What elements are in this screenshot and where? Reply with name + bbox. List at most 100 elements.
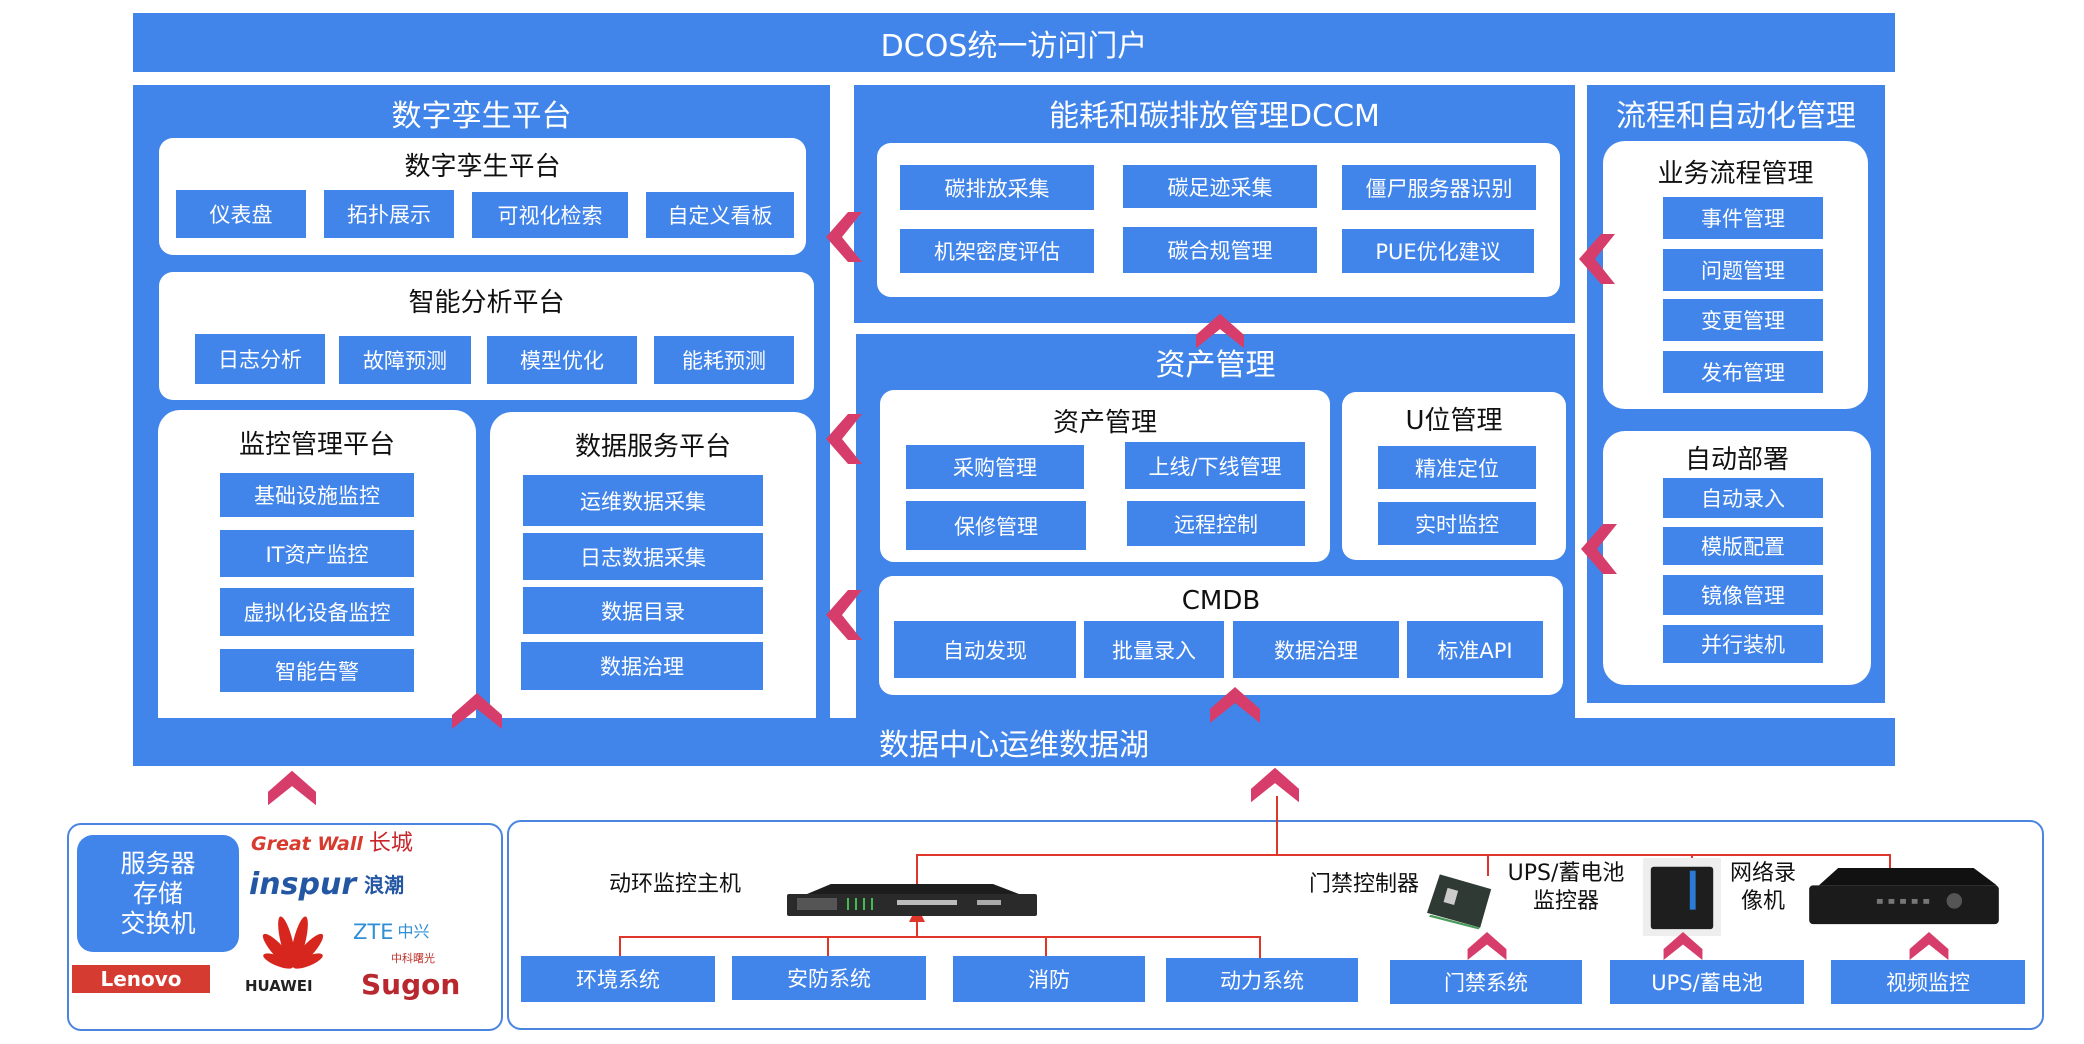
asset-mgmt-item[interactable]: 上线/下线管理 [1125,442,1305,489]
sugon-text: Sugon [361,968,461,1001]
asset-panel: 资产管理 资产管理 采购管理 上线/下线管理 保修管理 远程控制 U位管理 精准… [856,334,1575,726]
cmdb-item[interactable]: 数据治理 [1233,621,1399,678]
portal-bar[interactable]: DCOS统一访问门户 [133,13,1895,72]
twin-item[interactable]: 自定义看板 [646,192,794,238]
chevron-up-icon [452,693,502,729]
connector-line [1691,854,1693,860]
deploy-card-title: 自动部署 [1684,445,1789,475]
hardware-label-box: 服务器 存储 交换机 [77,835,239,952]
ups-monitor-label-line: 监控器 [1532,889,1599,914]
dccm-item[interactable]: 碳合规管理 [1123,227,1317,273]
deploy-card: 自动部署 自动录入 模版配置 镜像管理 并行装机 [1603,431,1871,685]
zte-text: ZTE [353,919,394,944]
connector-line [1487,854,1489,876]
host-label: 动环监控主机 [609,872,742,897]
system-item[interactable]: 视频监控 [1831,960,2025,1004]
lenovo-text: Lenovo [100,967,182,991]
hardware-label-line: 服务器 [120,848,196,878]
system-item[interactable]: 动力系统 [1166,958,1358,1002]
data-service-item[interactable]: 数据目录 [523,587,763,634]
greatwall-logo: Great Wall 长城 [251,829,497,859]
chevron-left-icon [826,414,862,464]
business-item[interactable]: 变更管理 [1663,299,1823,341]
cmdb-item[interactable]: 批量录入 [1084,621,1224,678]
asset-mgmt-item[interactable]: 采购管理 [906,445,1084,489]
zte-logo: ZTE 中兴 [353,917,493,947]
dccm-item[interactable]: 僵尸服务器识别 [1342,165,1536,210]
business-item[interactable]: 问题管理 [1663,249,1823,291]
data-service-item[interactable]: 日志数据采集 [523,533,763,580]
connector-line [619,936,621,956]
dccm-item[interactable]: 机架密度评估 [900,229,1094,273]
greatwall-cn-text: 长城 [368,831,413,856]
nvr-label-line: 网络录 [1729,861,1796,886]
dccm-item[interactable]: 碳足迹采集 [1123,165,1317,208]
chevron-left-icon [1579,234,1615,284]
system-item[interactable]: 消防 [953,956,1145,1002]
monitor-card: 监控管理平台 基础设施监控 IT资产监控 虚拟化设备监控 智能告警 [158,410,476,784]
u-position-item[interactable]: 精准定位 [1378,446,1536,489]
door-controller-device [1427,870,1493,932]
connector-line [1844,854,1889,856]
cmdb-item[interactable]: 自动发现 [894,621,1076,678]
data-lake-bar[interactable]: 数据中心运维数据湖 [133,718,1895,766]
analysis-item[interactable]: 故障预测 [339,336,471,384]
cmdb-card: CMDB 自动发现 批量录入 数据治理 标准API [879,576,1563,695]
greatwall-text: Great Wall [251,832,363,855]
dccm-item[interactable]: 碳排放采集 [900,165,1094,210]
cmdb-item[interactable]: 标准API [1407,621,1543,678]
hardware-box: 服务器 存储 交换机 Great Wall 长城 inspur 浪潮 HUAWE… [67,823,503,1031]
data-service-card-title: 数据服务平台 [574,432,731,462]
analysis-item[interactable]: 日志分析 [195,334,325,384]
analysis-card-title: 智能分析平台 [408,288,565,318]
twin-item[interactable]: 拓扑展示 [324,190,454,238]
monitor-item[interactable]: 虚拟化设备监控 [220,588,414,636]
facility-box: 动环监控主机 门禁控制器 UPS/蓄电池 监控器 网络录 像机 环境系统 安防系… [507,796,2044,1030]
monitor-item[interactable]: IT资产监控 [220,530,414,577]
dccm-item[interactable]: PUE优化建议 [1342,229,1534,273]
asset-mgmt-item[interactable]: 远程控制 [1127,501,1305,546]
business-item[interactable]: 事件管理 [1663,197,1823,239]
deploy-item[interactable]: 镜像管理 [1663,575,1823,615]
lenovo-logo: Lenovo [72,965,210,993]
deploy-item[interactable]: 并行装机 [1663,625,1823,663]
inspur-text: inspur [249,867,357,902]
data-service-item[interactable]: 数据治理 [521,642,763,690]
cmdb-card-title: CMDB [1181,586,1261,616]
sugon-logo: 中科曙光 Sugon [361,953,491,1009]
u-position-card: U位管理 精准定位 实时监控 [1342,392,1566,560]
monitor-item[interactable]: 基础设施监控 [220,473,414,517]
nvr-label: 网络录 像机 [1727,860,1799,916]
business-item[interactable]: 发布管理 [1663,351,1823,393]
analysis-item[interactable]: 能耗预测 [654,336,794,384]
asset-mgmt-card-title: 资产管理 [1052,408,1157,438]
portal-title: DCOS统一访问门户 [880,28,1148,64]
connector-line [1889,854,1891,868]
u-position-item[interactable]: 实时监控 [1378,502,1536,545]
huawei-flower-icon [262,916,324,969]
dccm-panel: 能耗和碳排放管理DCCM 碳排放采集 碳足迹采集 僵尸服务器识别 机架密度评估 … [854,85,1575,323]
deploy-item[interactable]: 自动录入 [1663,478,1823,518]
connector-line [916,854,1844,856]
data-service-item[interactable]: 运维数据采集 [523,475,763,526]
deploy-item[interactable]: 模版配置 [1663,527,1823,565]
analysis-item[interactable]: 模型优化 [487,336,637,384]
system-item[interactable]: 安防系统 [732,956,926,1000]
asset-mgmt-item[interactable]: 保修管理 [906,501,1086,550]
twin-item[interactable]: 仪表盘 [176,190,306,238]
monitor-card-title: 监控管理平台 [238,430,395,460]
business-card-title: 业务流程管理 [1657,159,1814,189]
digital-twin-panel-title: 数字孪生平台 [391,99,572,134]
monitor-item[interactable]: 智能告警 [220,649,414,692]
monitor-host-device [787,884,1037,918]
nvr-label-line: 像机 [1740,889,1785,914]
dccm-card: 碳排放采集 碳足迹采集 僵尸服务器识别 机架密度评估 碳合规管理 PUE优化建议 [877,143,1560,297]
twin-item[interactable]: 可视化检索 [472,192,628,238]
system-item[interactable]: 门禁系统 [1390,960,1582,1004]
system-item[interactable]: UPS/蓄电池 [1610,960,1804,1004]
analysis-card: 智能分析平台 日志分析 故障预测 模型优化 能耗预测 [159,272,814,400]
chevron-left-icon [1581,524,1617,574]
system-item[interactable]: 环境系统 [521,956,715,1002]
connector-line [1276,796,1278,856]
workflow-panel: 流程和自动化管理 业务流程管理 事件管理 问题管理 变更管理 发布管理 自动部署… [1587,85,1885,703]
